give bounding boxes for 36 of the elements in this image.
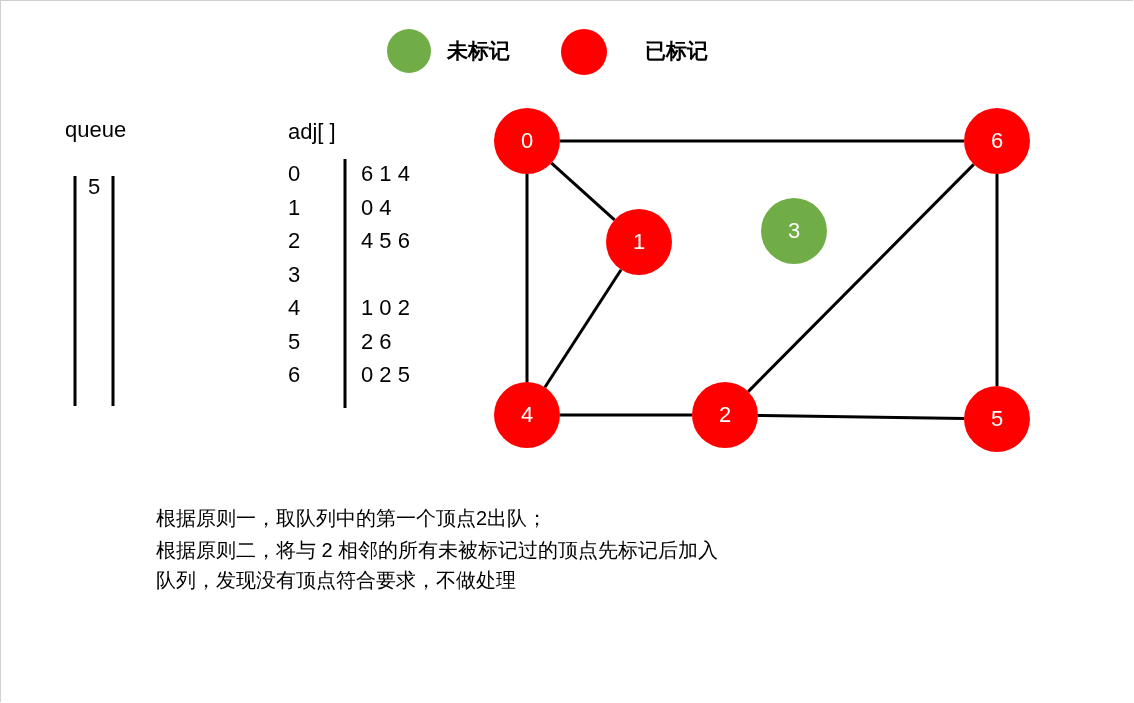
vertex-index: 3 — [288, 261, 301, 288]
adjacency-list: 4 5 6 — [361, 228, 410, 254]
vertex-number: 1 — [632, 229, 646, 255]
vertex-number: 4 — [520, 402, 534, 428]
adjacency-list: 0 2 5 — [361, 362, 410, 388]
vertex-index: 0 — [288, 161, 301, 187]
queue-label: queue — [65, 117, 127, 143]
explanation-text: 根据原则一，取队列中的第一个顶点2出队； — [156, 506, 549, 531]
vertex-index: 1 — [288, 194, 301, 221]
edge-line — [757, 414, 965, 420]
legend-label: 未标记 — [447, 38, 510, 64]
edge-line — [995, 174, 999, 386]
edge-line — [747, 163, 975, 393]
vertex-index: 2 — [288, 228, 301, 254]
vertex-number: 6 — [990, 128, 1004, 154]
adjacency-list: 0 4 — [361, 194, 392, 221]
explanation-text: 根据原则二，将与 2 相邻的所有未被标记过的顶点先标记后加入队列，发现没有顶点符合要求，不做处理 — [156, 538, 720, 593]
legend-label: 已标记 — [645, 38, 708, 64]
edge-line — [525, 174, 529, 382]
vertex-number: 2 — [718, 402, 732, 428]
edge-line — [543, 268, 623, 389]
queue-item: 5 — [88, 174, 101, 200]
vertex-circle — [606, 209, 672, 275]
table-title: adj[ ] — [288, 119, 336, 145]
vertex-number: 0 — [520, 128, 534, 154]
vertex-index: 4 — [288, 295, 301, 321]
vertex-number: 3 — [787, 218, 801, 244]
vertex-number: 5 — [990, 406, 1004, 432]
edge-line — [550, 162, 616, 221]
adjacency-list: 6 1 4 — [361, 161, 410, 187]
adjacency-list: 1 0 2 — [361, 295, 410, 321]
edge-line — [560, 139, 964, 143]
vertex-index: 6 — [288, 362, 301, 388]
adjacency-list: 2 6 — [361, 328, 392, 355]
vertex-index: 5 — [288, 328, 301, 355]
edge-line — [560, 413, 692, 417]
